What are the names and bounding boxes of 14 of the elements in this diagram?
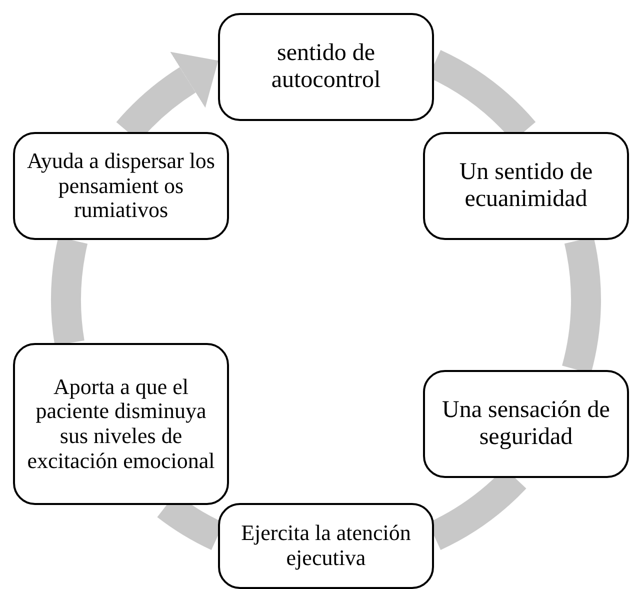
- box-text: Un sentido de ecuanimidad: [458, 159, 594, 213]
- cycle-arc: [562, 238, 601, 373]
- rounded-box: [218, 503, 434, 589]
- rounded-box: [423, 132, 629, 240]
- box-text: sentido de autocontrol: [270, 40, 382, 94]
- rounded-box: [13, 343, 229, 505]
- box-text: Ejercita la atención ejecutiva: [240, 521, 412, 571]
- box-text: Aporta a que el paciente disminuya sus niveles de excitación emocional: [26, 374, 216, 474]
- cycle-arc: [51, 238, 88, 345]
- rounded-box: [13, 132, 229, 240]
- box-text: Una sensación de seguridad: [441, 397, 611, 451]
- rounded-box: [218, 13, 434, 121]
- rounded-box: [423, 370, 629, 478]
- box-text: Ayuda a dispersar los pensamient os rumiativos: [26, 149, 216, 223]
